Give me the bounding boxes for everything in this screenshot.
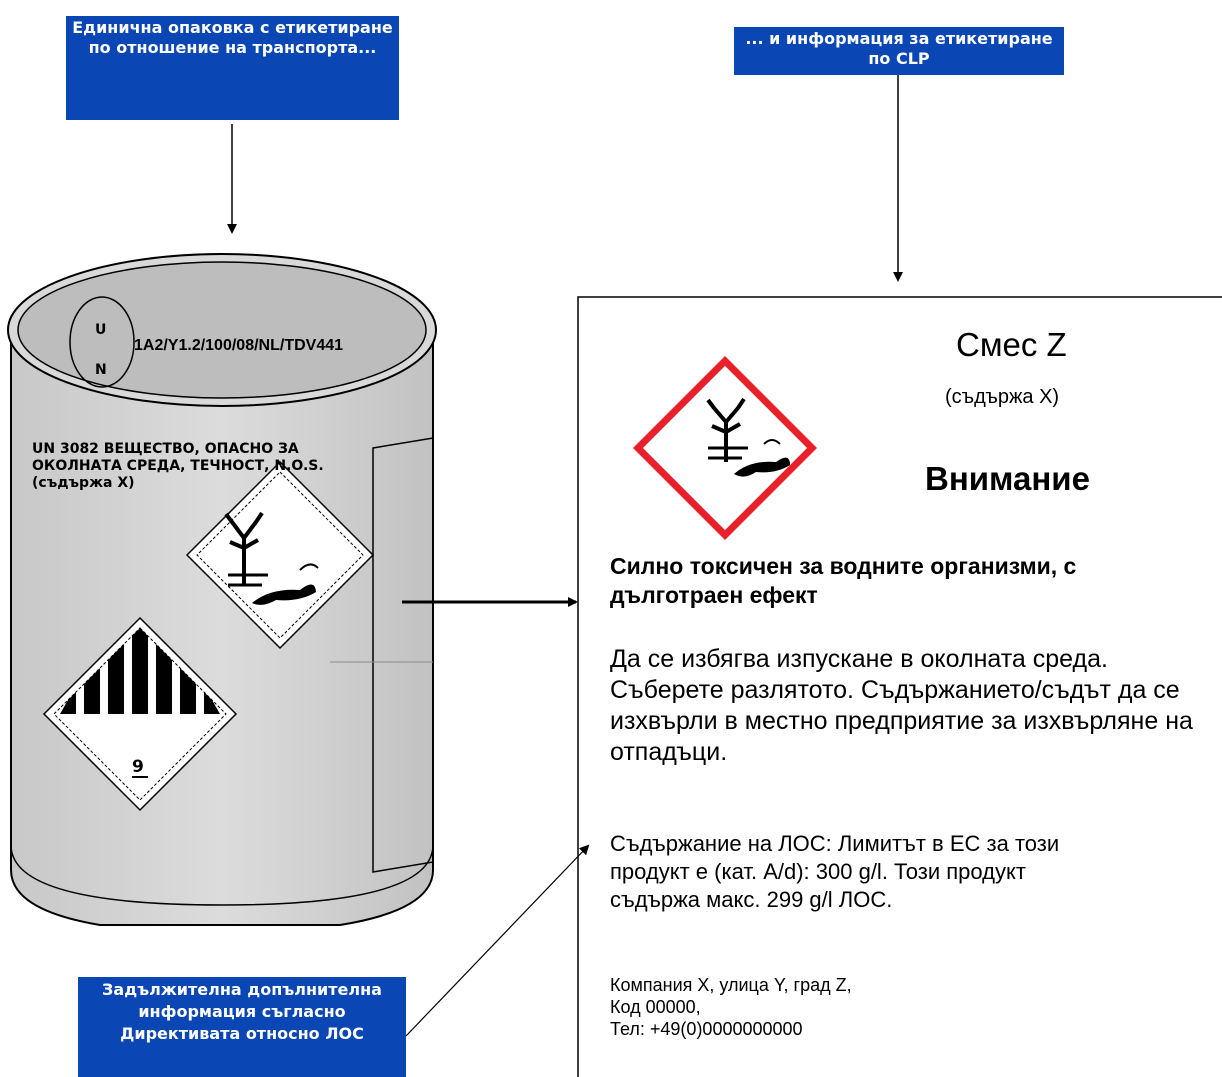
arrow-voc-to-label	[405, 844, 590, 1037]
clp-label-border	[577, 296, 1222, 1077]
class-9-pictogram	[42, 616, 238, 812]
drum-side-label	[372, 437, 434, 873]
product-contains: (съдържа X)	[945, 386, 1060, 408]
company-address-line: Компания X, улица Y, град Z,	[610, 975, 852, 995]
class-9-number: 9	[132, 757, 144, 777]
product-name: Смес Z	[956, 326, 1067, 363]
ghs-environment-pictogram	[633, 356, 817, 540]
precautionary-statements: Да се избягва изпускане в околната среда…	[610, 645, 1193, 766]
company-postcode-line: Код 00000,	[610, 997, 701, 1017]
dead-tree-fish-icon	[224, 511, 319, 605]
signal-word: Внимание	[925, 460, 1090, 497]
company-phone-line: Тел: +49(0)0000000000	[610, 1019, 803, 1039]
callout-transport-labelling: Единична опаковка с етикетиране по отнош…	[66, 16, 399, 120]
hazard-statement: Силно токсичен за водните организми, с д…	[610, 553, 1077, 608]
callout-voc-directive: Задължителна допълнителна информация съг…	[78, 977, 406, 1077]
un-mark-n: N	[95, 362, 107, 378]
un-mark-u: U	[95, 322, 107, 338]
drum-environment-pictogram	[185, 460, 375, 650]
class-9-stripes	[60, 628, 220, 714]
packaging-code: 1A2/Y1.2/100/08/NL/TDV441	[134, 337, 344, 354]
callout-clp-labelling: ... и информация за етикетиране по CLP	[734, 27, 1064, 75]
voc-information: Съдържание на ЛОС: Лимитът в ЕС за този …	[610, 831, 1060, 912]
transport-proper-shipping-name: UN 3082 ВЕЩЕСТВО, ОПАСНО ЗА ОКОЛНАТА СРЕ…	[32, 441, 324, 491]
ghs-dead-tree-fish-icon	[706, 397, 790, 477]
un-mark-oval	[69, 296, 135, 388]
